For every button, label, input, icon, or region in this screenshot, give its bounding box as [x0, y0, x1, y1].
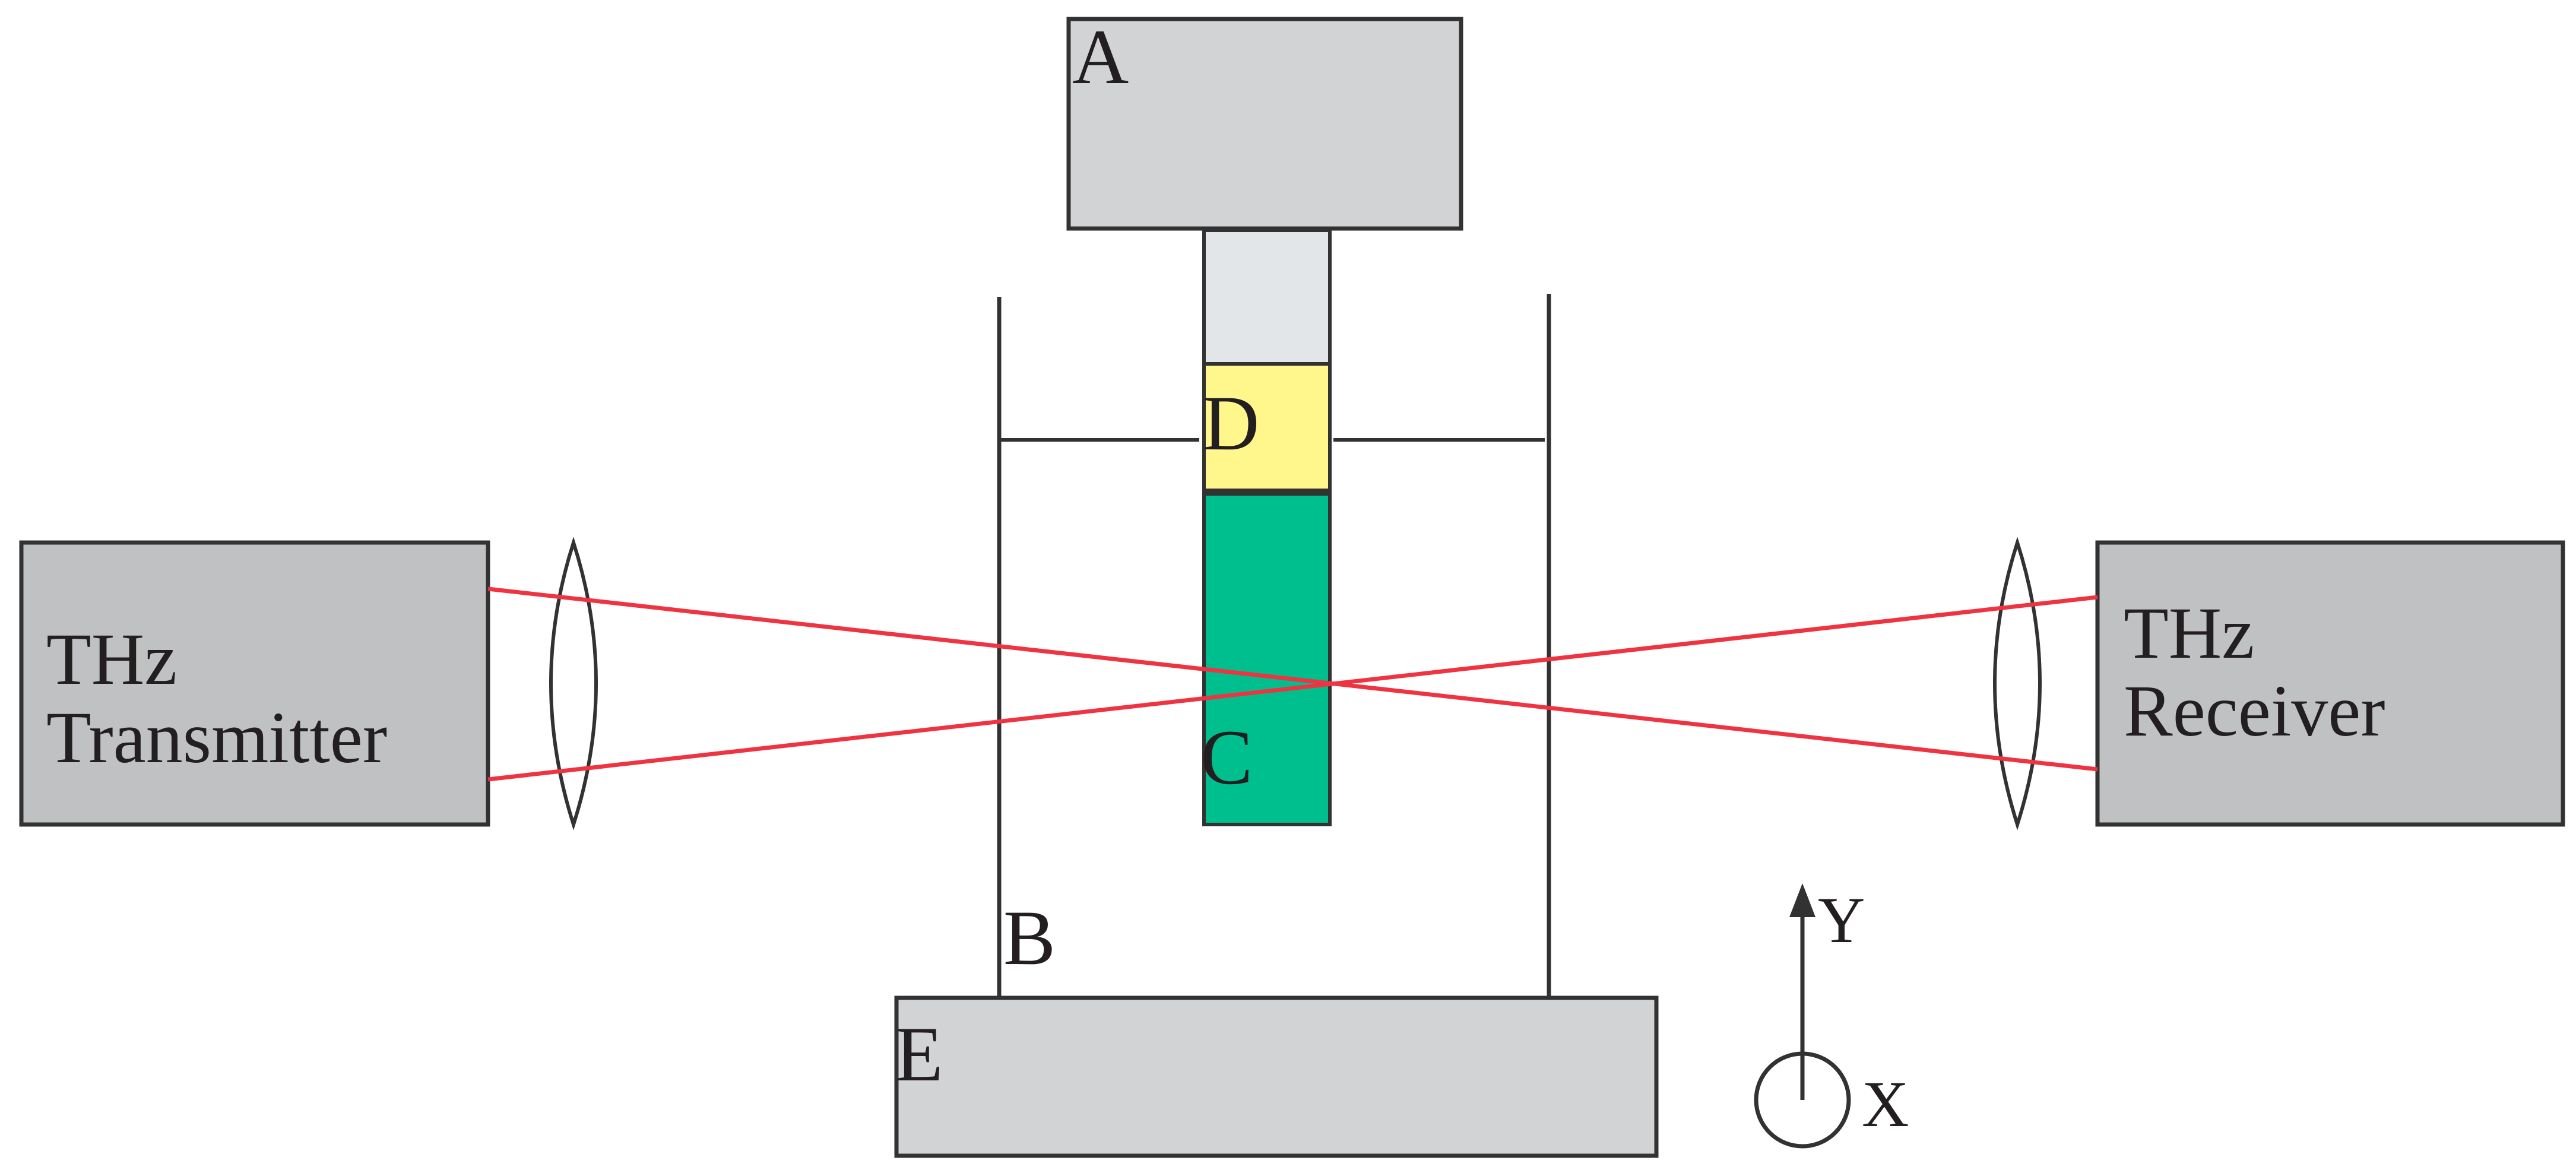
block-a — [1066, 17, 1463, 231]
beam-lower — [487, 595, 2098, 782]
y-axis-arrow-head-icon — [1789, 883, 1815, 917]
transmitter-label-line2: Transmitter — [46, 697, 387, 778]
transmitter-label-line1: THz — [46, 619, 177, 700]
sample-section-d — [1202, 362, 1332, 495]
label-b: B — [1003, 894, 1056, 981]
label-e: E — [895, 1010, 943, 1098]
axis-label-y: Y — [1818, 884, 1865, 956]
block-e — [894, 995, 1659, 1158]
left-lens-icon — [549, 537, 598, 830]
right-lens-icon — [1993, 537, 2042, 830]
axis-label-x: X — [1862, 1068, 1909, 1140]
thz-receiver-box — [2095, 540, 2565, 827]
beam-upper — [487, 586, 2098, 772]
label-a: A — [1072, 13, 1129, 100]
receiver-label-line1: THz — [2124, 592, 2254, 674]
label-c: C — [1200, 714, 1253, 801]
label-d: D — [1203, 379, 1259, 467]
thz-transmitter-box — [19, 540, 490, 827]
receiver-label-line2: Receiver — [2124, 670, 2385, 752]
rod — [1202, 229, 1332, 366]
